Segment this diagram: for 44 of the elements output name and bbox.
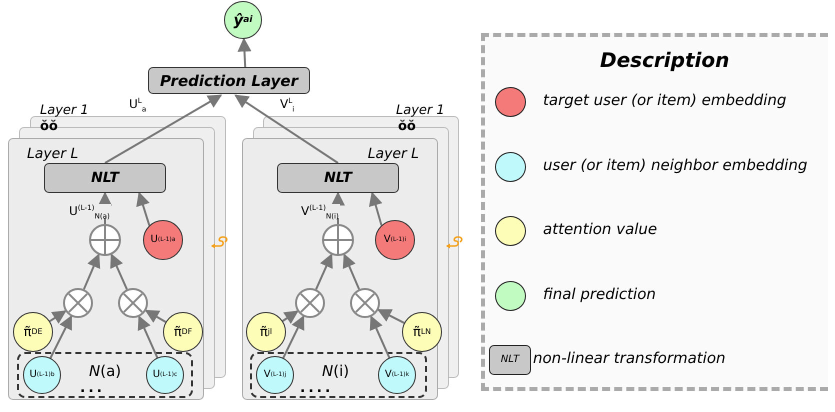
prediction-layer-box: Prediction Layer — [148, 67, 310, 94]
layer-label: Layer 1 — [40, 104, 89, 117]
product-operator — [350, 288, 380, 318]
ellipsis-mark: ŏŏ — [398, 120, 416, 133]
neighbor-set-label: N(i) — [322, 364, 350, 379]
arrow — [342, 253, 360, 290]
legend-text: target user (or item) embedding — [543, 93, 786, 108]
layer-panel — [8, 138, 204, 400]
ellipsis-mark: ... — [80, 381, 105, 395]
ellipsis-mark: .... — [300, 381, 334, 395]
neighbor-group — [17, 352, 193, 398]
layer-title: Layer L — [27, 147, 78, 161]
arrow — [234, 94, 339, 164]
nlt-box: NLT — [277, 163, 399, 193]
sum-operator — [322, 224, 354, 256]
arrow — [368, 192, 382, 226]
product-operator — [63, 288, 93, 318]
nlt-box: NLT — [44, 163, 166, 193]
arrow — [104, 94, 222, 164]
neighbor-group — [250, 352, 427, 398]
product-operator — [295, 288, 325, 318]
ellipsis-mark: ŏŏ — [40, 120, 58, 133]
arrow — [49, 310, 67, 324]
arrow — [83, 253, 100, 290]
arrow — [315, 253, 333, 290]
attention-circle: π̃$^{jl}$ — [246, 312, 286, 352]
arrow — [110, 253, 128, 290]
legend-text: final prediction — [543, 286, 656, 302]
arrow — [370, 315, 390, 358]
legend-title: Description — [600, 50, 730, 70]
layer-label: Layer 1 — [396, 104, 445, 117]
arrow — [136, 192, 150, 226]
layer-title: Layer L — [368, 147, 419, 161]
legend-text: attention value — [543, 222, 658, 237]
legend-text: user (or item) neighbor embedding — [543, 158, 808, 172]
swatch-label: NLT — [500, 355, 520, 365]
arrow — [377, 308, 405, 324]
arrow — [144, 310, 166, 323]
neighbor-set-label: N(a) — [89, 364, 122, 379]
arrow — [237, 38, 252, 68]
legend-text: non-linear transformation — [533, 351, 726, 366]
product-operator — [118, 288, 148, 318]
sum-operator — [89, 224, 121, 256]
arrow — [282, 310, 299, 324]
